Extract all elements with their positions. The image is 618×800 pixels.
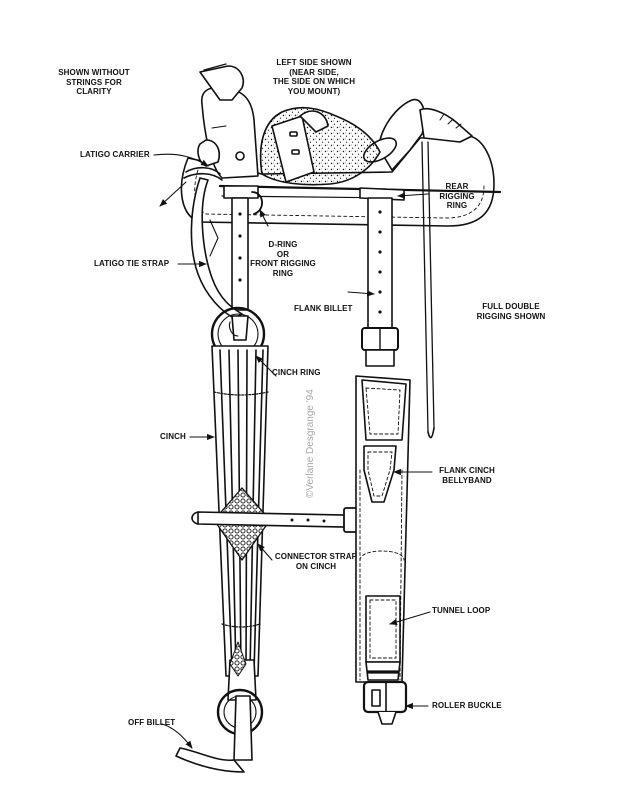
arrow-latigo-out: [159, 181, 187, 207]
label-connector-strap: CONNECTOR STRAP ON CINCH: [274, 552, 358, 571]
arrow-tunnel-loop: [389, 611, 431, 625]
tunnel-loop: [365, 595, 401, 663]
arrow-off-billet: [161, 723, 193, 749]
arrow-flank-billet: [347, 290, 375, 297]
note-full-double-rigging: FULL DOUBLE RIGGING SHOWN: [476, 302, 546, 321]
arrow-rear-ring: [397, 192, 429, 199]
d-ring: [251, 191, 263, 215]
arrow-cinch-ring: [255, 355, 277, 377]
label-off-billet: OFF BILLET: [128, 718, 176, 727]
off-billet: [233, 695, 253, 761]
label-latigo-tie-strap: LATIGO TIE STRAP: [94, 259, 170, 268]
label-rear-rigging-ring: REAR RIGGING RING: [439, 182, 475, 210]
arrow-connector: [257, 543, 273, 561]
label-latigo-carrier: LATIGO CARRIER: [80, 150, 150, 159]
seat-strap-loop: [299, 110, 329, 133]
label-tunnel-loop: TUNNEL LOOP: [432, 606, 491, 615]
front-rigging-plate: [223, 185, 259, 199]
latigo-carrier-strap: [197, 139, 221, 167]
skirt-border-stitch: [194, 169, 485, 219]
saddle-horn: [199, 65, 244, 101]
note-without-strings: SHOWN WITHOUT STRINGS FOR CLARITY: [58, 68, 130, 96]
artist-credit: ©Verlane Desgrange '94: [305, 389, 316, 498]
label-roller-buckle: ROLLER BUCKLE: [432, 701, 502, 710]
note-left-side-shown: LEFT SIDE SHOWN (NEAR SIDE, THE SIDE ON …: [272, 58, 356, 96]
label-flank-billet: FLANK BILLET: [294, 304, 353, 313]
bellyband-top-strap: [361, 379, 407, 441]
label-cinch: CINCH: [160, 432, 186, 441]
arrow-latigo-carrier: [153, 153, 209, 167]
label-d-ring: D-RING OR FRONT RIGGING RING: [250, 240, 316, 278]
rear-dangle-string: [421, 141, 435, 433]
flank-billet: [367, 197, 393, 341]
roller-buckle: [362, 680, 408, 714]
rear-rigging-plate: [359, 187, 405, 201]
arrow-d-ring: [259, 209, 269, 227]
seat-strap: [271, 115, 315, 183]
label-flank-cinch-bellyband: FLANK CINCH BELLYBAND: [439, 466, 495, 485]
label-cinch-ring: CINCH RING: [272, 368, 321, 377]
